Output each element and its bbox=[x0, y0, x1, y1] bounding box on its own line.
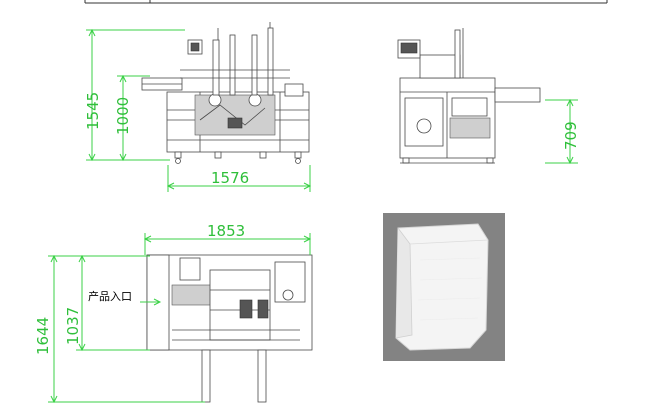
dim-plan-depth: 1644 bbox=[34, 317, 52, 355]
side-view bbox=[397, 28, 541, 164]
front-view bbox=[141, 22, 310, 164]
side-dimensions: 709 bbox=[545, 98, 580, 165]
dim-front-height: 1545 bbox=[84, 92, 102, 130]
top-border bbox=[84, 0, 608, 4]
product-inlet-label: 产品入口 bbox=[88, 289, 132, 303]
dim-front-inner-height: 1000 bbox=[114, 97, 132, 135]
plan-view bbox=[146, 254, 313, 403]
dim-front-width: 1576 bbox=[211, 169, 249, 187]
plan-dimensions: 1853 1644 1037 产品入口 bbox=[34, 222, 312, 404]
product-photo bbox=[383, 213, 505, 361]
front-dimensions: 1545 1000 1576 bbox=[84, 28, 312, 192]
dim-side-height: 709 bbox=[562, 121, 580, 150]
dim-plan-inner-depth: 1037 bbox=[64, 307, 82, 345]
dim-plan-width: 1853 bbox=[207, 222, 245, 240]
